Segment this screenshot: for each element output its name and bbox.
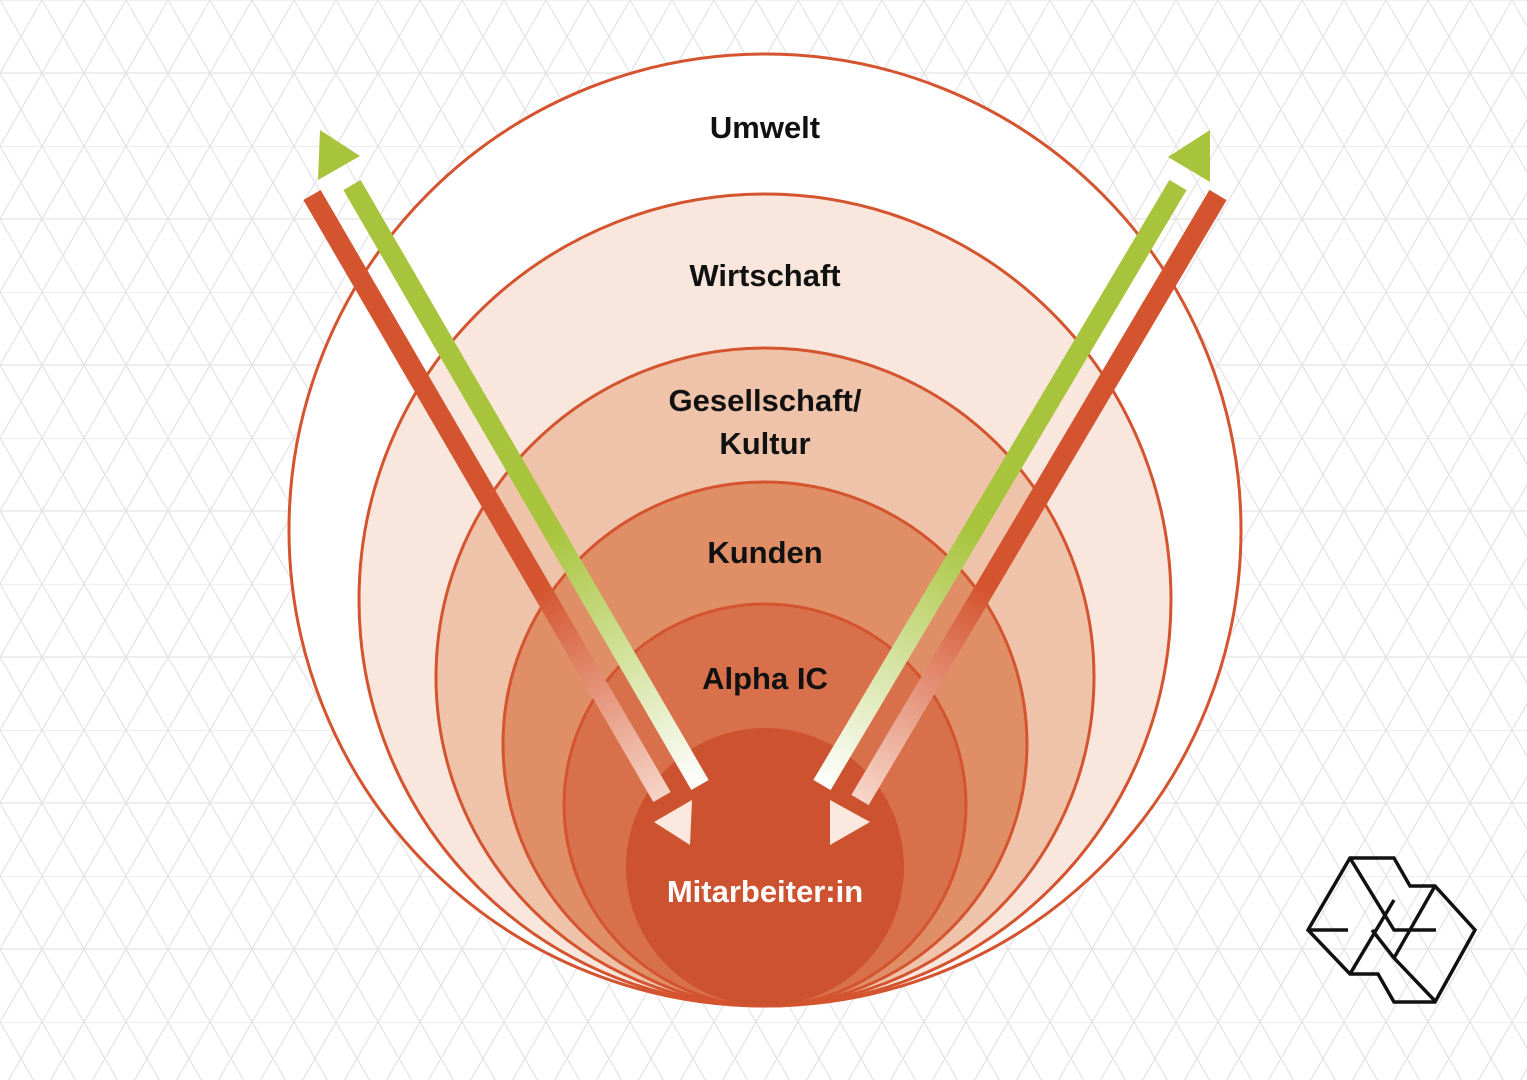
label-kultur: Kultur [719,426,810,461]
ring-mitarbeiter [626,728,904,1006]
alpha-ic-hexagon-logo-icon [1305,856,1478,1004]
label-umwelt: Umwelt [710,110,820,145]
arrow-inward-left-head [654,800,692,845]
nested-rings [287,52,1243,1008]
label-kunden: Kunden [707,535,822,570]
arrow-outward-left-shaft [343,179,709,791]
label-mitarbeiter: Mitarbeiter:in [667,874,863,909]
arrows [303,130,1227,845]
arrow-inward-left-shaft [303,189,671,803]
label-alpha-ic: Alpha IC [702,661,828,696]
arrow-outward-right-head [1168,130,1210,182]
arrow-outward-left-head [318,130,360,180]
arrow-outward-right-shaft [813,179,1187,791]
label-gesellschaft: Gesellschaft/ [669,383,862,418]
arrow-inward-right-shaft [851,189,1227,806]
label-wirtschaft: Wirtschaft [689,258,840,293]
arrow-inward-right-head [830,800,870,845]
